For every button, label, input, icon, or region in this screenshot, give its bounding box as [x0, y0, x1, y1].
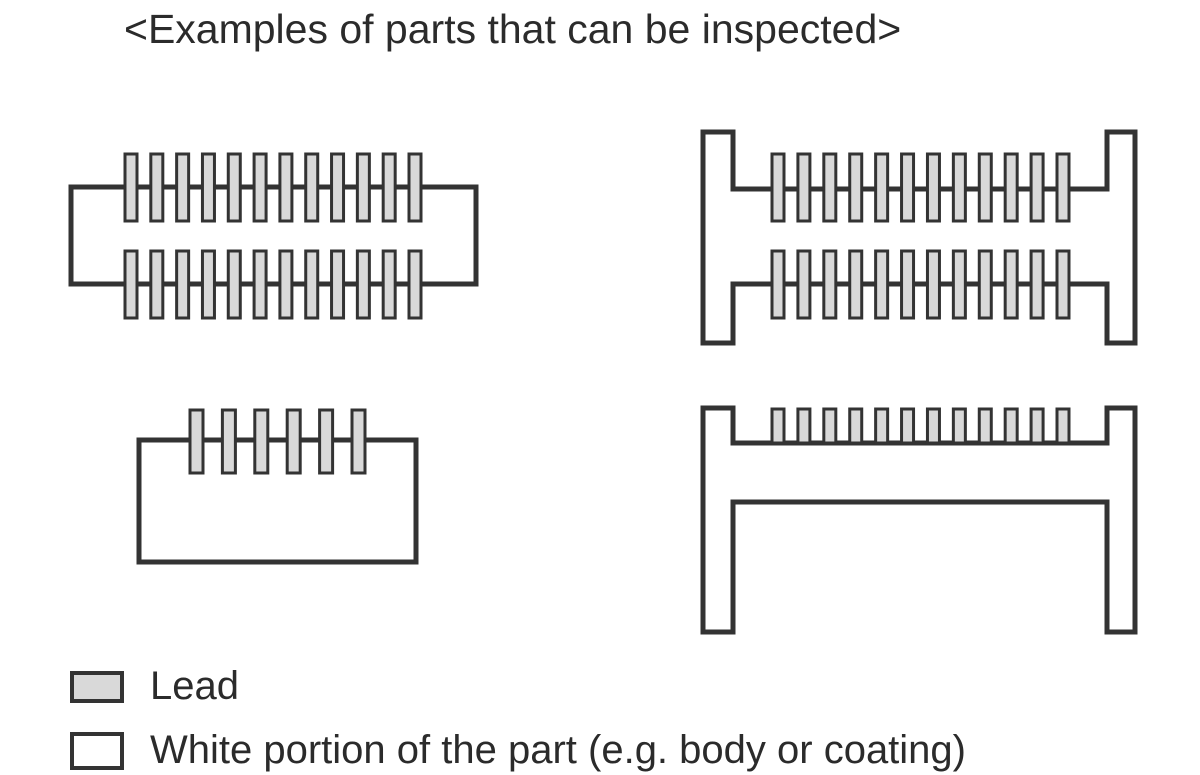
- lead: [1055, 249, 1071, 320]
- lead: [848, 249, 864, 320]
- lead: [253, 408, 270, 475]
- lead: [977, 152, 993, 223]
- lead: [848, 152, 864, 223]
- lead: [977, 407, 993, 445]
- lead: [175, 249, 191, 320]
- lead: [330, 249, 346, 320]
- lead: [285, 408, 302, 475]
- lead: [900, 249, 916, 320]
- lead: [1029, 152, 1045, 223]
- lead: [407, 152, 423, 223]
- lead: [822, 407, 838, 445]
- part-dual-row-flanged: [700, 129, 1138, 346]
- lead: [278, 152, 294, 223]
- lead-swatch: [70, 670, 124, 703]
- lead: [770, 407, 786, 445]
- lead: [900, 407, 916, 445]
- part-single-row-flanged: [700, 405, 1138, 635]
- lead: [925, 249, 941, 320]
- lead: [900, 152, 916, 223]
- lead: [226, 152, 242, 223]
- lead: [123, 249, 139, 320]
- lead: [304, 249, 320, 320]
- lead: [796, 249, 812, 320]
- lead: [951, 407, 967, 445]
- lead: [188, 408, 205, 475]
- lead: [200, 152, 216, 223]
- lead: [822, 249, 838, 320]
- lead: [200, 249, 216, 320]
- part-body: [700, 129, 1138, 346]
- diagram-title: <Examples of parts that can be inspected…: [124, 6, 902, 52]
- lead: [355, 249, 371, 320]
- lead: [318, 408, 335, 475]
- lead: [381, 152, 397, 223]
- part-body: [136, 437, 419, 565]
- lead: [925, 152, 941, 223]
- lead: [822, 152, 838, 223]
- lead: [226, 249, 242, 320]
- lead: [304, 152, 320, 223]
- lead: [796, 152, 812, 223]
- lead: [1003, 407, 1019, 445]
- lead: [874, 407, 890, 445]
- lead: [330, 152, 346, 223]
- part-dual-row: [68, 152, 479, 320]
- lead: [278, 249, 294, 320]
- lead: [355, 152, 371, 223]
- legend-label: White portion of the part (e.g. body or …: [150, 728, 966, 772]
- body-swatch: [70, 731, 124, 770]
- legend-lead: Lead: [70, 664, 239, 709]
- legend-body: White portion of the part (e.g. body or …: [70, 728, 966, 773]
- legend-label: Lead: [150, 664, 239, 708]
- lead: [796, 407, 812, 445]
- lead: [1029, 249, 1045, 320]
- lead: [1055, 152, 1071, 223]
- lead: [149, 152, 165, 223]
- lead: [220, 408, 237, 475]
- lead: [1003, 249, 1019, 320]
- lead: [252, 249, 268, 320]
- lead: [350, 408, 367, 475]
- lead: [381, 249, 397, 320]
- part-body: [700, 405, 1138, 635]
- lead: [770, 152, 786, 223]
- lead: [1029, 407, 1045, 445]
- lead: [1055, 407, 1071, 445]
- lead: [175, 152, 191, 223]
- lead: [951, 249, 967, 320]
- lead: [1003, 152, 1019, 223]
- lead: [925, 407, 941, 445]
- lead: [977, 249, 993, 320]
- lead: [951, 152, 967, 223]
- lead: [407, 249, 423, 320]
- part-single-row: [136, 408, 419, 565]
- lead: [874, 249, 890, 320]
- lead: [848, 407, 864, 445]
- lead: [149, 249, 165, 320]
- lead: [874, 152, 890, 223]
- lead: [770, 249, 786, 320]
- lead: [123, 152, 139, 223]
- lead: [252, 152, 268, 223]
